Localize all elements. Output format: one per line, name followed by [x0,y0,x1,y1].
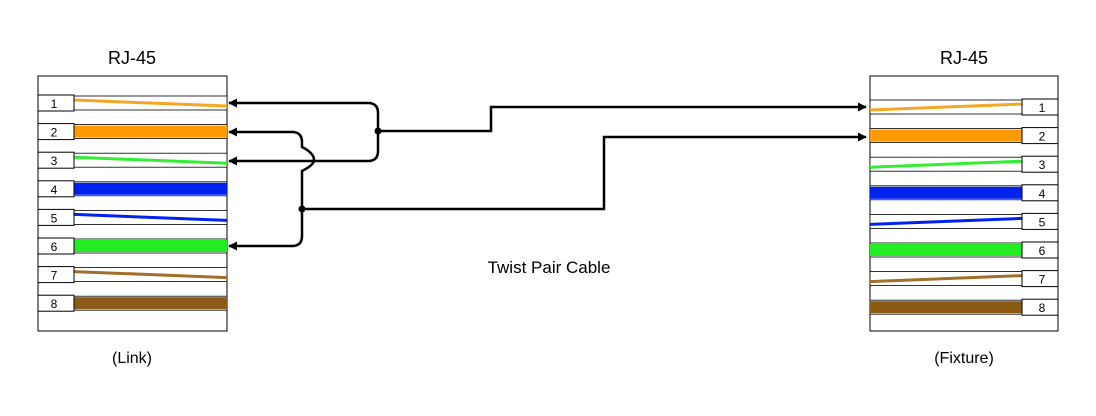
wire-pair-b-to-right-pin2 [302,132,867,211]
left-pin-4-wire [74,182,227,195]
left-pin-2-wire [74,125,227,138]
wire-pin1-left [228,98,380,131]
right-pin-4-box [1021,184,1059,202]
right-pin-3-number: 3 [1039,158,1046,172]
right-pin-4-number: 4 [1039,187,1046,201]
wire-pair-a-to-right-pin1 [378,102,867,133]
right-connector-pins: 1 2 3 4 5 6 7 8 [869,98,1059,316]
left-pin-6-number: 6 [51,240,58,254]
wiring [228,98,867,251]
right-pin-1-box [1021,98,1059,116]
junction-dot-pair-a [374,127,382,135]
left-pin-3-box [37,151,75,169]
right-pin-7-box [1021,270,1059,288]
right-pin-8-number: 8 [1039,301,1046,315]
right-pin-1-wire [869,102,1023,112]
right-pin-8-box [1021,298,1059,316]
left-connector-title: RJ-45 [108,48,156,68]
right-pin-5-number: 5 [1039,215,1046,229]
right-pin-2-wire [870,129,1022,142]
left-pin-8-box [37,294,75,312]
left-pin-4-number: 4 [51,183,58,197]
wire-pin6-left [228,209,304,251]
left-pin-2-box [37,123,75,141]
right-pin-6-wire [870,244,1022,256]
left-pin-6-box [37,237,75,255]
right-pin-7-wire [869,274,1023,284]
left-pin-1-box [37,94,75,112]
left-pin-8-number: 8 [51,297,58,311]
right-connector-caption: (Fixture) [934,350,994,367]
right-pin-6-number: 6 [1039,244,1046,258]
right-pin-7-number: 7 [1039,273,1046,287]
left-pin-5-number: 5 [51,211,58,225]
right-pin-2-number: 2 [1039,130,1046,144]
right-pin-4-wire [870,186,1022,199]
cable-label: Twist Pair Cable [488,258,611,277]
left-pin-1-number: 1 [51,97,58,111]
right-connector-body [869,75,1059,332]
right-pin-1-number: 1 [1039,101,1046,115]
left-connector-body [37,75,228,332]
wire-pin3-left [228,131,380,166]
right-pin-5-wire [869,216,1023,226]
right-pin-8-wire [870,301,1022,314]
left-pin-5-box [37,208,75,226]
left-pin-7-wire [73,270,228,280]
right-rj45-connector: RJ-45 1 2 3 4 5 6 7 8 (Fixture) [869,48,1059,367]
left-pin-3-wire [73,155,228,165]
right-pin-5-box [1021,212,1059,230]
left-pin-2-number: 2 [51,126,58,140]
wire-pin2-left [228,127,316,209]
left-pin-5-wire [73,212,228,222]
left-pin-1-wire [73,98,228,108]
left-connector-pins: 1 2 3 4 5 6 7 8 [37,94,228,312]
left-rj45-connector: RJ-45 1 2 3 4 5 6 7 8 (Link) [37,48,228,367]
left-pin-7-box [37,266,75,284]
left-pin-6-wire [74,240,227,252]
right-pin-3-box [1021,155,1059,173]
left-pin-7-number: 7 [51,269,58,283]
junction-dot-pair-b [298,205,306,213]
left-pin-8-wire [74,297,227,310]
right-connector-title: RJ-45 [940,48,988,68]
left-connector-caption: (Link) [112,350,152,367]
right-pin-2-box [1021,127,1059,145]
right-pin-3-wire [869,159,1023,169]
left-pin-4-box [37,180,75,198]
left-pin-3-number: 3 [51,154,58,168]
right-pin-6-box [1021,241,1059,259]
